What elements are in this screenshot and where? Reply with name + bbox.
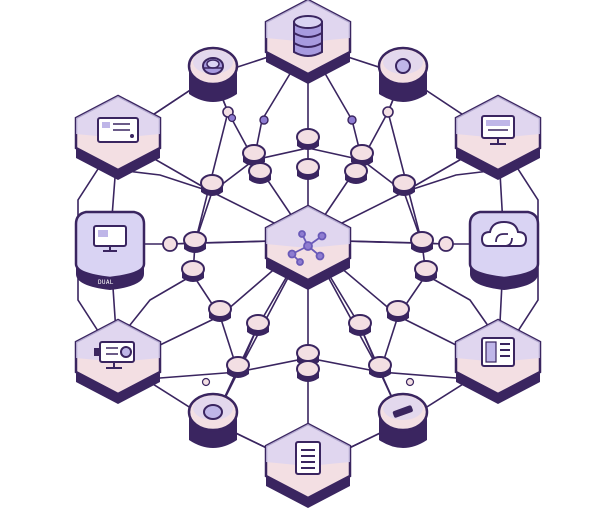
- upper-left-browser-module: [74, 94, 162, 182]
- cloud-sync-icon: [480, 220, 528, 247]
- module-tag-label: DUAL: [98, 279, 114, 286]
- lower-right-server-module: [454, 318, 542, 406]
- database-stack-icon: [293, 15, 323, 57]
- top-database-module: [264, 0, 352, 86]
- middle-left-desktop-module: DUAL: [74, 210, 146, 292]
- disk-icon: [202, 57, 224, 75]
- small-top-left-module: [187, 46, 239, 104]
- dot-icon: [395, 58, 411, 74]
- projector-icon: [94, 341, 135, 369]
- junction-dots: [162, 106, 454, 387]
- monitor-icon: [481, 115, 515, 145]
- bottom-document-module: [264, 422, 352, 510]
- central-hub: [264, 204, 352, 292]
- small-bottom-left-module: [187, 392, 239, 450]
- small-top-right-module: [377, 46, 429, 104]
- slash-icon: [392, 405, 413, 418]
- network-graph-icon: [287, 230, 327, 266]
- upper-right-monitor-module: [454, 94, 542, 182]
- document-icon: [295, 441, 321, 475]
- lower-left-projector-module: [74, 318, 162, 406]
- desktop-monitor-icon: [93, 225, 127, 252]
- browser-window-icon: [97, 117, 139, 143]
- middle-right-cloud-module: [468, 210, 540, 292]
- server-rack-icon: [481, 337, 515, 367]
- small-bottom-right-module: [377, 392, 429, 450]
- dot-icon: [203, 404, 223, 420]
